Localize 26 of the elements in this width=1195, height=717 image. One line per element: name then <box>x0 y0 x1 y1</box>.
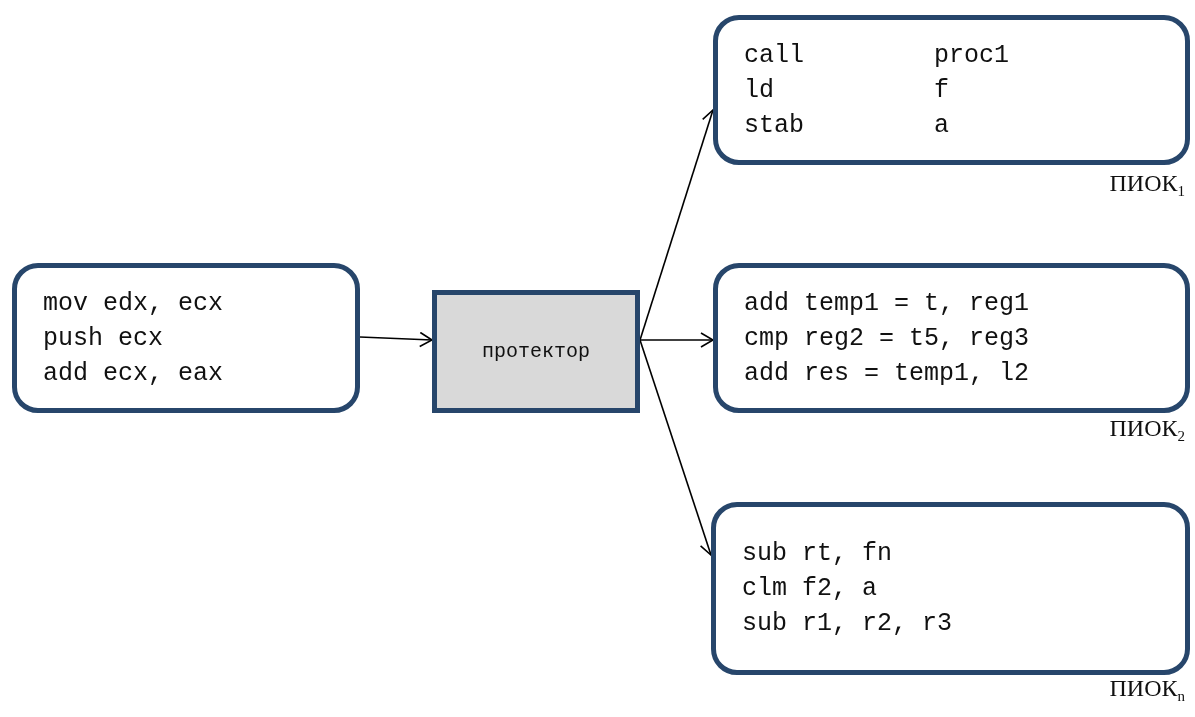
arrow <box>639 332 714 348</box>
code-text: f <box>934 74 950 107</box>
arrow <box>359 331 433 348</box>
code-box <box>12 263 360 413</box>
code-text: a <box>934 109 950 142</box>
code-text: proc1 <box>934 39 1009 72</box>
code-text: stab <box>744 109 805 142</box>
code-box <box>713 15 1190 165</box>
block-label: ПИОК$_{1}$ <box>1109 169 1185 201</box>
code-line: cmp reg2 = t5, reg3 <box>744 322 1030 355</box>
code-line: clm f2, a <box>742 573 878 605</box>
code-box <box>711 502 1190 675</box>
code-text: ld <box>744 74 775 107</box>
code-line: push ecx <box>43 322 164 355</box>
code-box <box>713 263 1190 413</box>
block-label: ПИОК$_{n}$ <box>1109 674 1185 706</box>
code-line: mov edx, ecx <box>43 287 224 320</box>
code-text: call <box>744 39 805 72</box>
code-line: add ecx, eax <box>43 357 224 390</box>
box-label: протектор <box>482 339 590 364</box>
code-line: sub r1, r2, r3 <box>742 608 953 640</box>
process-box <box>432 290 640 413</box>
code-line: add temp1 = t, reg1 <box>744 287 1030 320</box>
code-line: sub rt, fn <box>742 538 893 570</box>
code-line: add res = temp1, l2 <box>744 357 1030 390</box>
block-label: ПИОК$_{2}$ <box>1109 414 1185 446</box>
